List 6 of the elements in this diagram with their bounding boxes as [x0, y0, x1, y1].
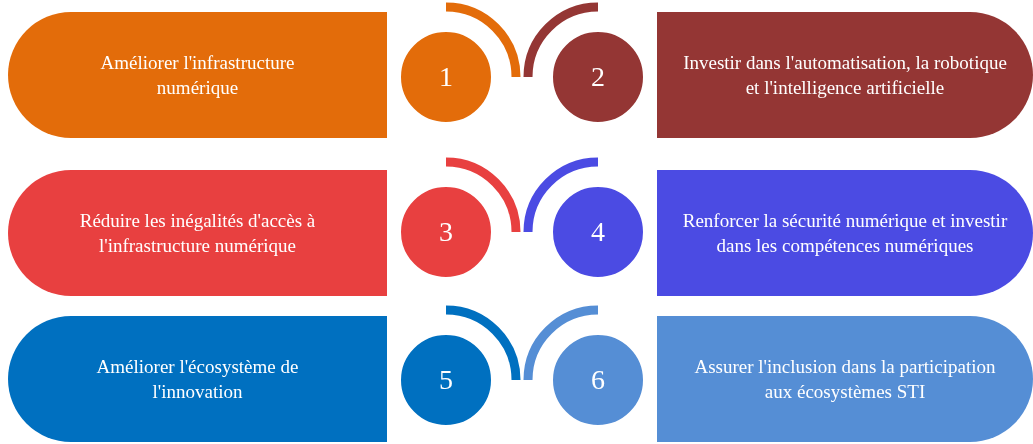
text-banner: Réduire les inégalités d'accès à l'infrastructure numérique — [8, 170, 387, 296]
text-banner: Améliorer l'écosystème de l'innovation — [8, 316, 387, 442]
text-banner: Renforcer la sécurité numérique et investir dans les compétences numériques — [657, 170, 1033, 296]
text-banner: Investir dans l'automatisation, la robotique et l'intelligence artificielle — [657, 12, 1033, 138]
text-banner: Améliorer l'infrastructure numérique — [8, 12, 387, 138]
text-banner: Assurer l'inclusion dans la participation aux écosystèmes STI — [657, 316, 1033, 442]
